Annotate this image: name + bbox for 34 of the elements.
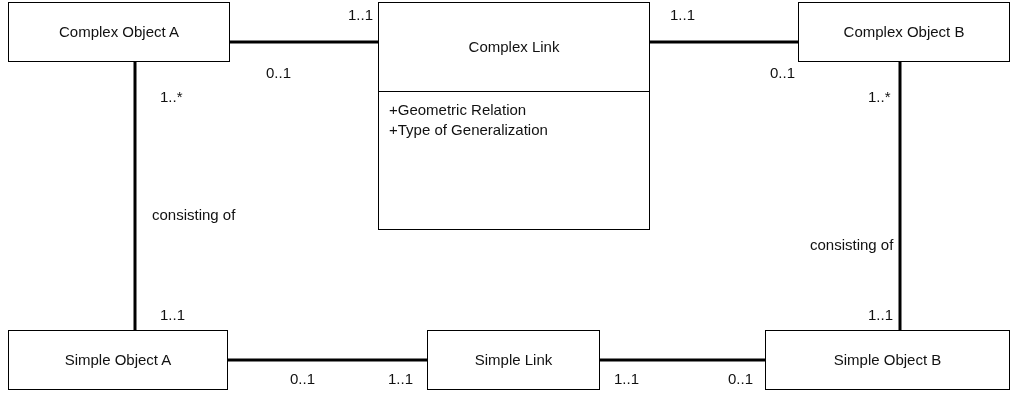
class-name: Complex Link bbox=[468, 37, 560, 57]
attribute-text: +Type of Generalization bbox=[389, 120, 549, 140]
class-box bbox=[8, 2, 230, 62]
association-line bbox=[230, 40, 378, 44]
class-box bbox=[798, 2, 1010, 62]
class-box bbox=[378, 2, 650, 230]
multiplicity-label: 0..1 bbox=[266, 64, 292, 82]
multiplicity-label: 1..1 bbox=[388, 370, 414, 388]
multiplicity-label: 1..* bbox=[160, 88, 183, 106]
association-line bbox=[228, 358, 427, 362]
multiplicity-label: 1..1 bbox=[348, 6, 374, 24]
attribute-text: +Geometric Relation bbox=[389, 100, 528, 120]
class-name: Simple Object A bbox=[64, 350, 172, 370]
association-line bbox=[898, 62, 902, 330]
class-name: Complex Object B bbox=[843, 22, 965, 42]
multiplicity-label: 1..1 bbox=[868, 306, 894, 324]
class-name: Complex Object A bbox=[58, 22, 180, 42]
multiplicity-label: 0..1 bbox=[728, 370, 754, 388]
class-box bbox=[8, 330, 228, 390]
multiplicity-label: 1..1 bbox=[614, 370, 640, 388]
edge-label: consisting of bbox=[808, 236, 896, 254]
association-line bbox=[650, 40, 798, 44]
class-box bbox=[427, 330, 600, 390]
multiplicity-label: 1..1 bbox=[160, 306, 186, 324]
edge-label: consisting of bbox=[150, 206, 238, 224]
class-name: Simple Object B bbox=[833, 350, 942, 370]
association-line bbox=[600, 358, 765, 362]
multiplicity-label: 0..1 bbox=[290, 370, 316, 388]
class-name: Simple Link bbox=[474, 350, 553, 370]
multiplicity-label: 1..* bbox=[868, 88, 891, 106]
class-box bbox=[765, 330, 1010, 390]
multiplicity-label: 0..1 bbox=[770, 64, 796, 82]
multiplicity-label: 1..1 bbox=[670, 6, 696, 24]
association-line bbox=[133, 62, 137, 330]
